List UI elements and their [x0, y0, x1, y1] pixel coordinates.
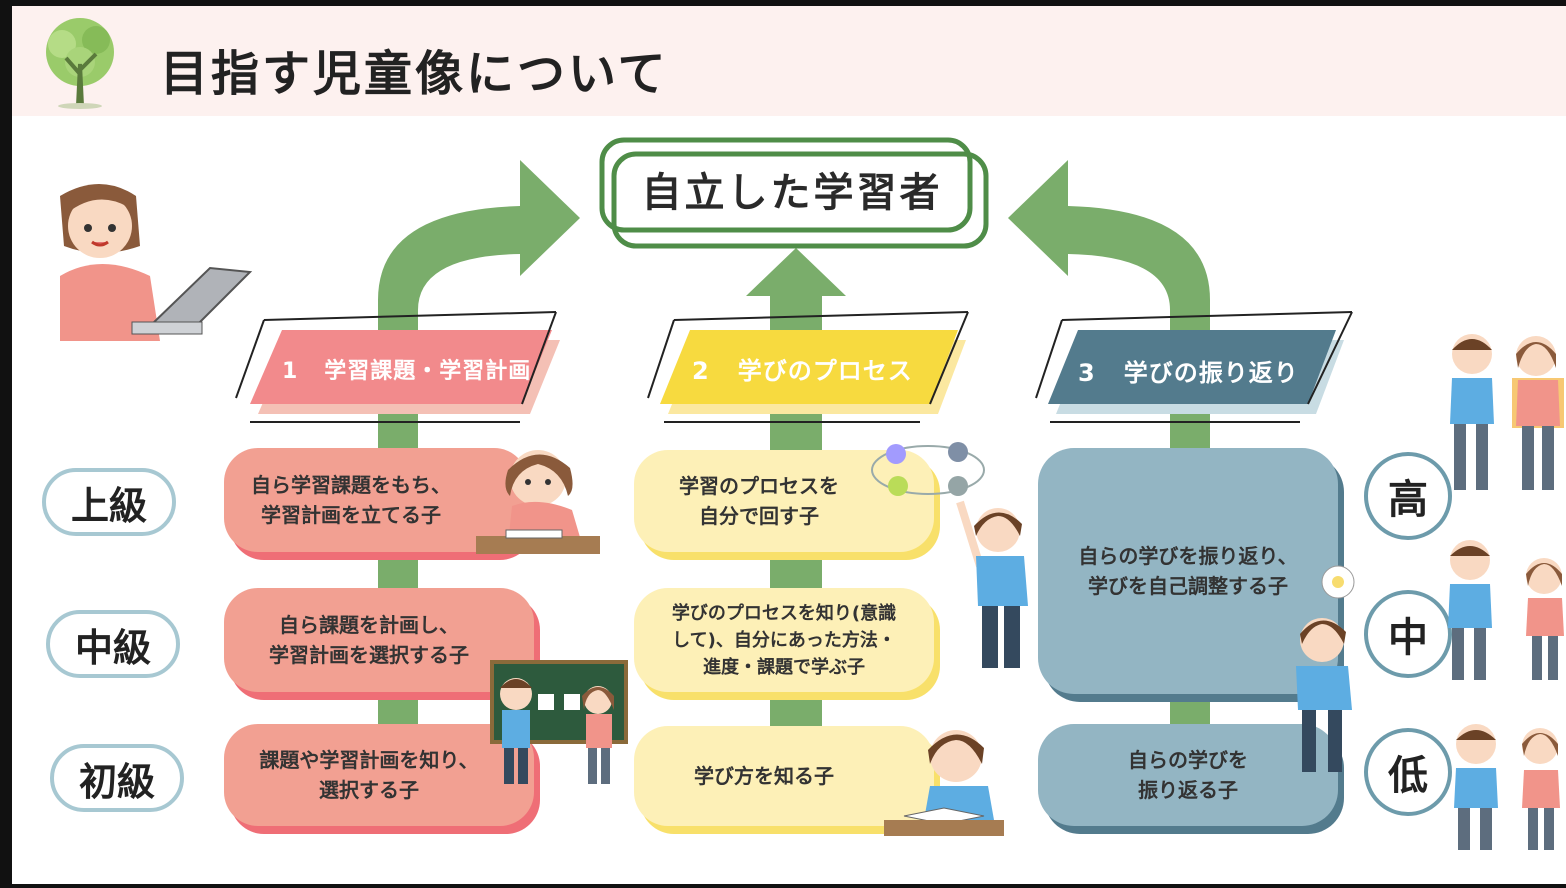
- students-middle-illustration: [1448, 540, 1564, 680]
- frame-bottom: [0, 884, 1566, 888]
- card-reflection-beginner: 自らの学びを 振り返る子: [1038, 724, 1338, 826]
- goal-frame-outer: [599, 137, 973, 233]
- frame-top: [0, 0, 1566, 6]
- girl-laptop-illustration: [60, 184, 253, 341]
- boy-pointing-illustration: [956, 500, 1028, 668]
- header-bar: 目指す児童像について: [12, 6, 1566, 116]
- level-advanced: 上級: [42, 468, 176, 536]
- pillar-3-title: 3 学びの振り返り: [1078, 353, 1299, 388]
- pillar-2-label: 学びのプロセス: [737, 357, 913, 385]
- pillar-3-number: 3: [1078, 359, 1096, 387]
- grade-middle: 中: [1364, 590, 1452, 678]
- pillar-3-banner: [1048, 330, 1336, 404]
- pillar-1-number: 1: [282, 359, 299, 384]
- grade-high: 高: [1364, 452, 1452, 540]
- girl-writing-illustration: [476, 450, 600, 554]
- pillar-2-title: 2 学びのプロセス: [692, 351, 913, 386]
- frame-left: [0, 0, 12, 888]
- card-planning-advanced: 自ら学習課題をもち、 学習計画を立てる子: [224, 448, 528, 552]
- card-reflection-upper: 自らの学びを振り返り、 学びを自己調整する子: [1038, 448, 1338, 694]
- pillar-2-number: 2: [692, 357, 710, 385]
- kids-blackboard-illustration: [490, 660, 628, 784]
- goal-label: 自立した学習者: [641, 170, 943, 216]
- card-process-intermediate: 学びのプロセスを知り(意識 して)、自分にあった方法・ 進度・課題で学ぶ子: [634, 588, 934, 692]
- tree-icon: [46, 18, 114, 109]
- arrow-center-up: [746, 248, 846, 296]
- process-cycle-diagram: [871, 442, 985, 496]
- card-process-beginner: 学び方を知る子: [634, 726, 934, 826]
- pillar-1-title: 1 学習課題・学習計画: [282, 353, 531, 385]
- pillar-1-banner: [250, 330, 552, 404]
- arrow-left-curve: [378, 160, 580, 400]
- grade-low: 低: [1364, 728, 1452, 816]
- pillar-3-label: 学びの振り返り: [1123, 359, 1299, 387]
- students-upper-illustration: [1450, 334, 1564, 490]
- level-intermediate: 中級: [46, 610, 180, 678]
- goal-frame-inner: [611, 151, 989, 249]
- students-lower-illustration: [1454, 724, 1560, 850]
- card-process-advanced: 学習のプロセスを 自分で回す子: [634, 450, 934, 552]
- card-planning-beginner: 課題や学習計画を知り、 選択する子: [224, 724, 534, 826]
- level-beginner: 初級: [50, 744, 184, 812]
- boy-thinking-illustration: [1296, 565, 1355, 772]
- pillar-1-label: 学習課題・学習計画: [324, 359, 532, 384]
- page-title: 目指す児童像について: [160, 46, 669, 102]
- boy-reading-illustration: [884, 730, 1004, 836]
- card-planning-intermediate: 自ら課題を計画し、 学習計画を選択する子: [224, 588, 534, 692]
- arrow-right-curve: [1008, 160, 1210, 400]
- pillar-2-banner: [660, 330, 958, 404]
